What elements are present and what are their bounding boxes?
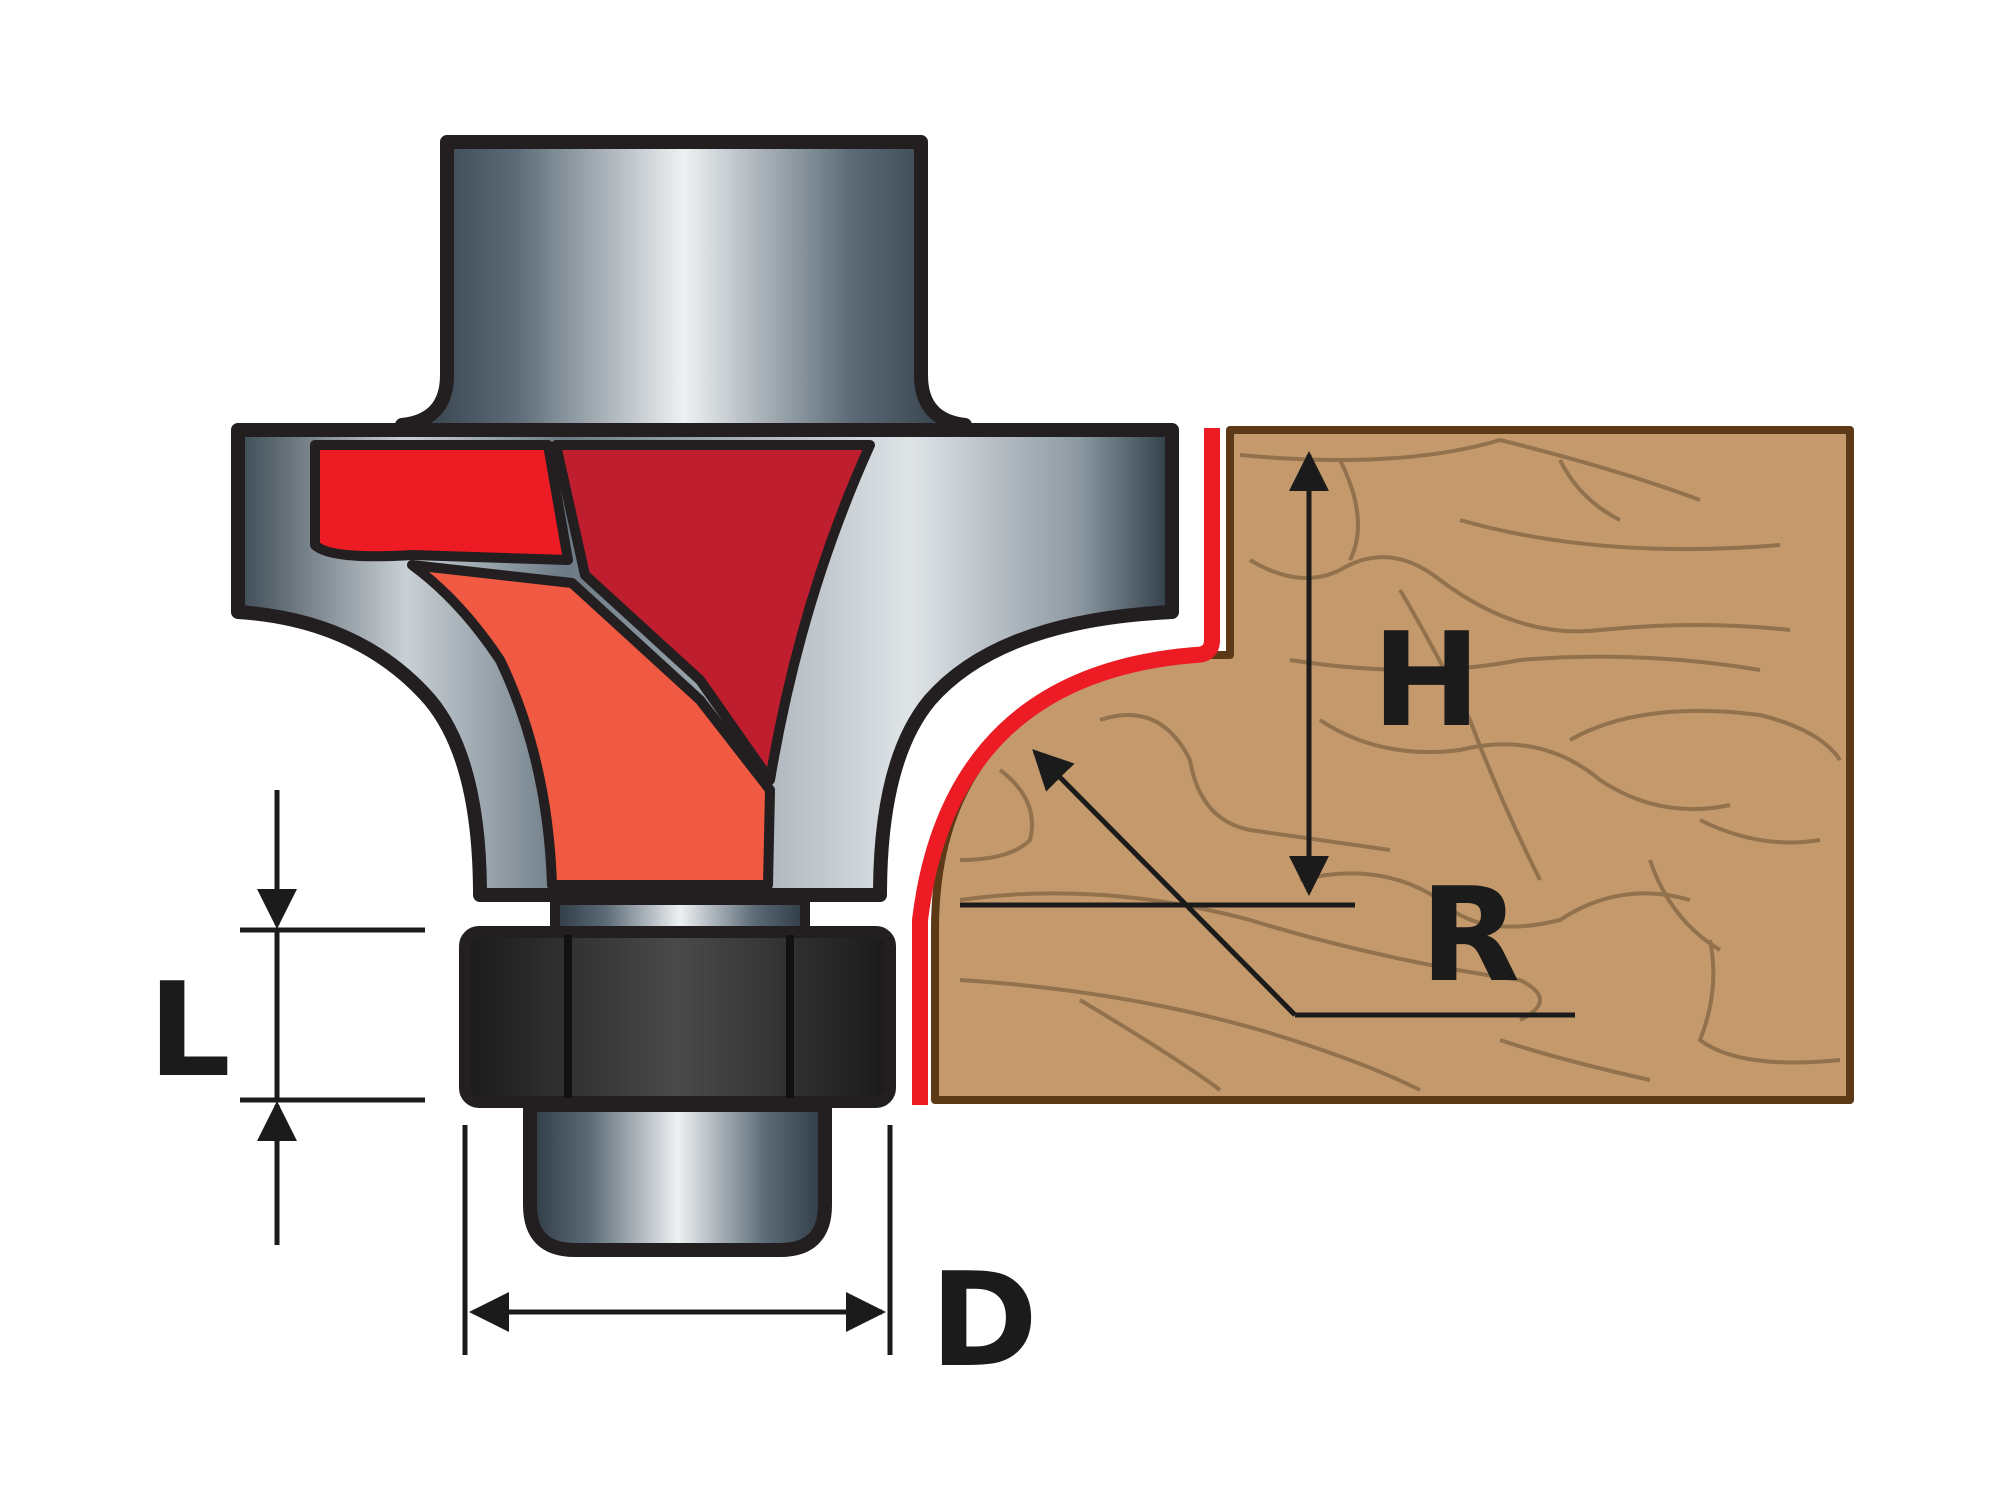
cut-profile-line	[912, 428, 1220, 1105]
shank	[395, 135, 972, 447]
carbide-face-orange	[407, 560, 775, 890]
dimension-lines	[240, 451, 1575, 1355]
carbide-face-dark	[551, 440, 875, 785]
label-h: H	[1372, 604, 1481, 756]
carbide-tip-upper	[310, 440, 573, 565]
pilot-tip	[523, 1098, 832, 1257]
label-r: R	[1420, 859, 1520, 1011]
label-l: L	[148, 954, 231, 1106]
label-d: D	[930, 1244, 1038, 1396]
router-bit	[231, 135, 1179, 1257]
bearing	[459, 926, 896, 1108]
dimension-r-arrow	[1032, 749, 1297, 1017]
wood-workpiece	[912, 426, 1854, 1105]
